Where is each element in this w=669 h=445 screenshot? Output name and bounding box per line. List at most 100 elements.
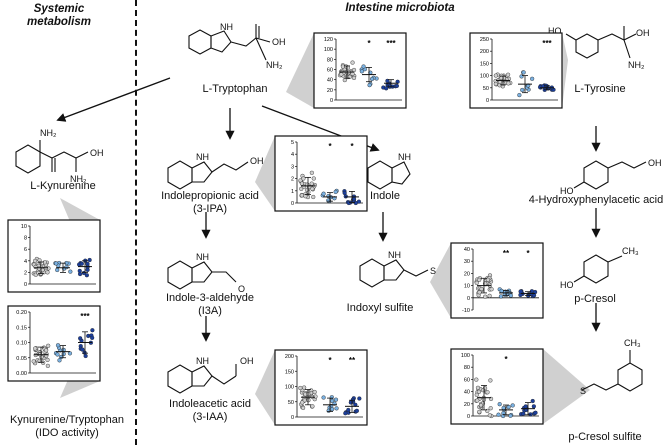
- point-ido-1-8: [57, 358, 62, 363]
- tick-label-iaa-1: 50: [288, 400, 294, 406]
- point-indoxyl-0-17: [483, 294, 488, 299]
- point-kyn-0-19: [32, 258, 38, 264]
- point-tyr-0-16: [493, 73, 498, 78]
- point-ipa-0-23: [309, 181, 314, 186]
- pcresol-ho-label: HO: [560, 280, 574, 290]
- point-trp-1-7: [359, 69, 364, 74]
- iaa-structure: [167, 364, 237, 394]
- tick-label-ipa-1: 1: [291, 189, 294, 195]
- point-ido-0-29: [31, 359, 36, 364]
- point-iaa-2-8: [346, 407, 351, 413]
- point-kyn-2-3: [87, 257, 92, 263]
- tick-label-kyn-5: 10: [21, 224, 27, 230]
- point-iaa-0-19: [302, 385, 307, 390]
- tick-label-pcs-1: 20: [464, 402, 470, 408]
- point-trp-0-29: [351, 67, 357, 73]
- ipa-nh-label: NH: [196, 152, 209, 162]
- point-iaa-0-16: [306, 398, 311, 403]
- point-pcs-1-4: [496, 412, 501, 417]
- chart-frame-indoxyl: [450, 242, 544, 319]
- tick-label-ido-3: 0.15: [16, 325, 27, 331]
- point-kyn-1-9: [54, 261, 59, 266]
- point-trp-0-25: [350, 60, 355, 65]
- point-pcs-0-19: [475, 385, 481, 390]
- point-iaa-0-28: [310, 404, 315, 409]
- point-iaa-2-7: [357, 396, 362, 401]
- point-indoxyl-0-28: [474, 280, 479, 285]
- point-pcs-0-28: [475, 398, 480, 403]
- point-trp-0-27: [342, 77, 347, 83]
- significance-iaa-1: *: [328, 356, 332, 365]
- tick-label-indoxyl-4: 30: [464, 259, 470, 265]
- point-iaa-0-24: [301, 405, 306, 411]
- pcs-ch3-label: CH₃: [624, 338, 641, 348]
- point-ido-0-27: [44, 348, 49, 353]
- chart-frame-kyn: [7, 219, 101, 293]
- point-iaa-1-7: [330, 407, 335, 412]
- point-ido-1-7: [55, 352, 60, 357]
- point-ipa-2-11: [342, 190, 347, 196]
- tick-label-trp-2: 40: [327, 78, 333, 84]
- i3a-o-label: O: [238, 284, 245, 294]
- tick-label-iaa-2: 100: [285, 385, 294, 391]
- point-kyn-1-8: [68, 269, 73, 274]
- point-pcs-2-6: [528, 412, 533, 417]
- point-iaa-2-9: [354, 408, 359, 413]
- tick-label-ido-1: 0.05: [16, 356, 27, 362]
- tick-label-ipa-0: 0: [291, 201, 294, 207]
- kyn-nh2-label: NH₂: [70, 174, 87, 184]
- significance-trp-2: ***: [386, 39, 396, 48]
- point-kyn-0-20: [37, 266, 42, 271]
- point-ido-0-28: [33, 346, 38, 351]
- label-tyrosine: L-Tyrosine: [574, 83, 626, 95]
- point-iaa-1-6: [333, 397, 339, 402]
- point-iaa-0-29: [298, 385, 303, 391]
- point-pcs-1-1: [506, 404, 511, 410]
- tick-label-pcs-3: 60: [464, 377, 470, 383]
- point-pcs-0-11: [487, 413, 492, 418]
- point-indoxyl-0-29: [485, 277, 491, 282]
- tick-label-ipa-5: 5: [291, 140, 294, 146]
- i3a-structure: [167, 260, 237, 290]
- point-indoxyl-0-21: [479, 286, 484, 292]
- tick-label-ido-2: 0.10: [16, 341, 27, 347]
- kyn-nh2-top-label: NH₂: [40, 128, 57, 138]
- point-kyn-2-6: [85, 267, 90, 272]
- indoxyl-s-label: S: [430, 266, 436, 276]
- point-indoxyl-2-8: [518, 289, 523, 294]
- point-iaa-1-1: [334, 406, 339, 411]
- point-kyn-1-6: [64, 265, 69, 270]
- ipa-structure: [167, 160, 249, 190]
- point-iaa-1-9: [330, 398, 335, 404]
- label-ido-activity: Kynurenine/Tryptophan (IDO activity): [10, 414, 124, 439]
- magnifier-trp: [286, 33, 314, 108]
- point-indoxyl-0-26: [489, 287, 494, 292]
- tyr-oh-label: OH: [636, 28, 650, 38]
- pcresol-ch3-label: CH₃: [622, 246, 639, 256]
- point-ipa-0-20: [299, 193, 304, 198]
- tick-label-tyr-0: 0: [486, 98, 489, 104]
- significance-indoxyl-1: **: [503, 249, 510, 258]
- point-trp-0-8: [351, 75, 357, 81]
- arrow-trp-to-kyn: [56, 77, 171, 122]
- tick-label-trp-6: 120: [324, 37, 333, 43]
- point-ipa-0-28: [301, 176, 306, 181]
- point-tyr-0-27: [493, 81, 498, 86]
- tick-label-indoxyl-0: -10: [462, 308, 470, 314]
- point-ipa-2-10: [346, 200, 351, 206]
- label-i3a: Indole-3-aldehyde (I3A): [165, 292, 255, 317]
- point-trp-1-8: [367, 83, 372, 88]
- point-ido-2-11: [78, 336, 83, 341]
- point-ipa-1-8: [333, 189, 338, 195]
- hpaa-oh-label: OH: [648, 158, 662, 168]
- point-kyn-0-11: [45, 270, 50, 275]
- point-pcs-2-8: [523, 404, 528, 409]
- tick-label-tyr-2: 100: [480, 74, 489, 80]
- point-tyr-0-7: [505, 72, 511, 77]
- significance-trp-1: *: [367, 39, 371, 48]
- point-tyr-1-3: [521, 70, 526, 75]
